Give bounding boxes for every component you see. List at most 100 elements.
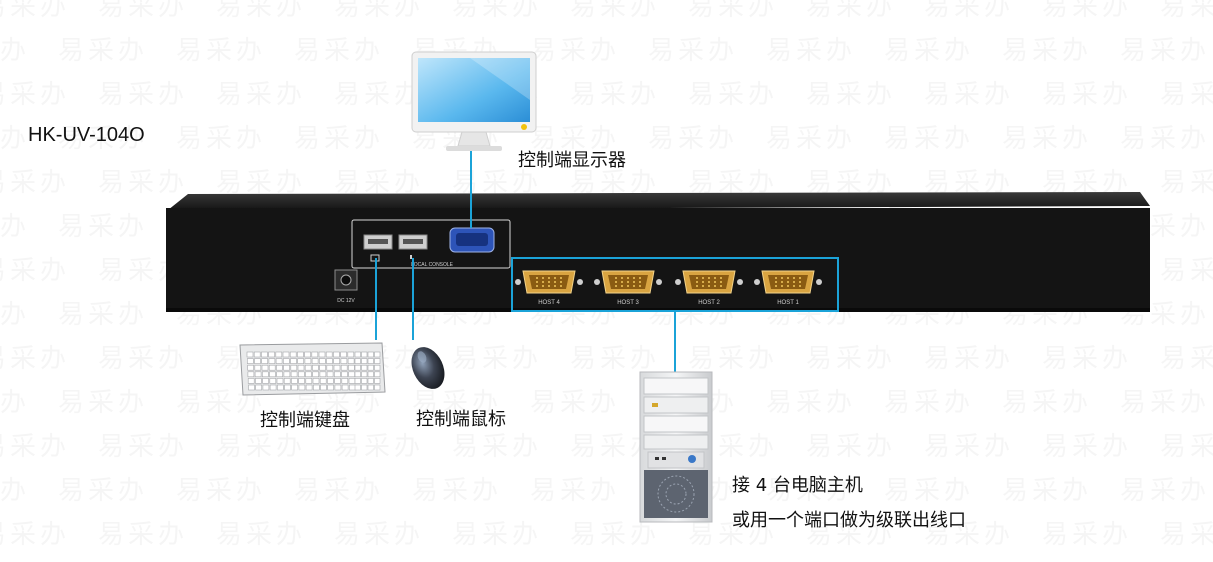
keyboard-key [261,352,267,357]
keyboard-key [299,378,305,383]
keyboard-key [270,378,276,383]
keyboard-key [313,372,319,377]
keyboard-key [291,365,297,370]
keyboard-icon [240,343,385,395]
keyboard-key [362,385,368,390]
keyboard-key [262,359,268,364]
monitor-label: 控制端显示器 [518,146,626,172]
keyboard-key [263,378,269,383]
keyboard-key [247,352,253,357]
keyboard-key [355,359,361,364]
keyboard-key [290,352,296,357]
keyboard-key [284,365,290,370]
keyboard-key [375,378,381,383]
keyboard-key [298,372,304,377]
keyboard-key [362,359,368,364]
keyboard-key [283,352,289,357]
keyboard-key [269,365,275,370]
monitor-icon [412,52,536,151]
keyboard-key [362,372,368,377]
keyboard-key [269,359,275,364]
keyboard-key [298,365,304,370]
keyboard-key [254,352,260,357]
keyboard-key [355,352,361,357]
console-port-label: LOCAL CONSOLE [411,262,454,268]
keyboard-key [355,385,361,390]
mouse-label: 控制端鼠标 [416,405,506,431]
mouse-icon [405,342,451,395]
keyboard-key [349,378,355,383]
keyboard-key [341,352,347,357]
keyboard-key [341,359,347,364]
keyboard-key [334,365,340,370]
keyboard-key [368,359,374,364]
keyboard-key [277,378,283,383]
keyboard-key [284,378,290,383]
keyboard-key [368,365,374,370]
keyboard-key [262,365,268,370]
keyboard-key [368,385,374,390]
keyboard-key [342,378,348,383]
keyboard-key [276,352,282,357]
keyboard-key [291,372,297,377]
host-port-label: HOST 4 [538,300,560,306]
keyboard-key [319,359,325,364]
keyboard-key [306,385,312,390]
keyboard-key [292,385,298,390]
keyboard-key [368,352,374,357]
keyboard-key [291,359,297,364]
keyboard-key [348,352,354,357]
host-port-label: HOST 1 [777,300,799,306]
keyboard-key [269,352,275,357]
keyboard-key [262,372,268,377]
keyboard-key [277,372,283,377]
keyboard-key [342,372,348,377]
keyboard-key [320,378,326,383]
keyboard-key [319,352,325,357]
keyboard-key [312,365,318,370]
keyboard-key [349,385,355,390]
keyboard-key [276,365,282,370]
keyboard-key [305,352,311,357]
keyboard-key [326,352,332,357]
keyboard-key [291,378,297,383]
keyboard-key [277,385,283,390]
power-jack: DC 12V [335,270,357,304]
keyboard-label: 控制端键盘 [260,406,350,432]
keyboard-key [328,385,334,390]
keyboard-key [348,365,354,370]
keyboard-key [327,359,333,364]
keyboard-key [248,365,254,370]
keyboard-key [305,359,311,364]
keyboard-key [270,372,276,377]
keyboard-key [375,365,381,370]
keyboard-key [255,372,261,377]
keyboard-key [285,385,291,390]
keyboard-key [249,385,255,390]
keyboard-key [255,365,261,370]
keyboard-key [313,378,319,383]
keyboard-key [334,359,340,364]
keyboard-key [368,378,374,383]
keyboard-key [312,352,318,357]
host-label-line1: 接 4 台电脑主机 [732,471,863,497]
host-port-label: HOST 2 [698,300,720,306]
keyboard-key [263,385,269,390]
keyboard-key [349,372,355,377]
keyboard-key [335,385,341,390]
keyboard-key [327,372,333,377]
keyboard-key [299,385,305,390]
keyboard-key [334,372,340,377]
host-label-line2: 或用一个端口做为级联出线口 [732,506,966,532]
keyboard-key [247,359,253,364]
keyboard-key [298,359,304,364]
keyboard-key [248,372,254,377]
keyboard-key [284,372,290,377]
power-label: DC 12V [337,298,355,304]
keyboard-key [355,365,361,370]
keyboard-key [321,385,327,390]
keyboard-key [368,372,374,377]
keyboard-key [255,359,261,364]
keyboard-key [255,378,261,383]
